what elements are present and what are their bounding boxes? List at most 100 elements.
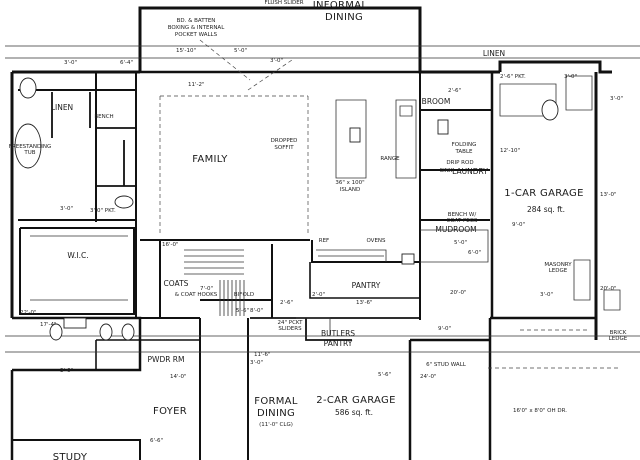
formal-dining-label-2: DINING [257, 408, 295, 419]
pwdr-rm-label: PWDR RM [148, 355, 185, 364]
dimension-label: 3'-6" [60, 368, 73, 374]
dimension-label: 6'-4" [120, 60, 133, 66]
walls [10, 6, 612, 460]
note-range: RANGE [380, 156, 400, 162]
dimension-label: 14'-0" [170, 374, 187, 380]
butlers-pantry-label-1: BUTLERS [321, 329, 355, 338]
note-brick-ledge-1: BRICK [610, 330, 627, 336]
note-masonry-ledge-2: LEDGE [549, 268, 568, 274]
dimension-label: 3'-0" [540, 292, 553, 298]
dimension-label: 5'-6" [236, 308, 249, 314]
note-dropped-soffit-1: DROPPED [271, 138, 298, 144]
note-coat-hooks: & COAT HOOKS [175, 292, 218, 298]
note-dropped-soffit-2: SOFFIT [274, 145, 294, 151]
dimension-label: 2'-6" PKT. [500, 74, 526, 80]
dimension-label: 5'-6" [378, 372, 391, 378]
dimension-label: 3'-0" [64, 60, 77, 66]
informal-dining-label-1: INFORMAL [313, 0, 368, 11]
coats-label: COATS [164, 279, 189, 288]
toilet-icon [114, 195, 134, 209]
note-pocket-sliders-1: 24" PCKT [278, 320, 304, 326]
dimension-label: 3'-0" [270, 58, 283, 64]
note-bench-coat-1: BENCH W/ [448, 212, 477, 218]
dimension-label: 6'-0" [468, 250, 481, 256]
family-label: FAMILY [192, 154, 228, 165]
garage-1-car-label: 1-CAR GARAGE [504, 188, 583, 199]
linen-right-label: LINEN [483, 49, 505, 58]
pantry-label: PANTRY [352, 281, 381, 290]
dimension-label: 2'-0" [312, 292, 325, 298]
note-oh-door: 16'0" x 8'0" OH DR. [513, 408, 567, 414]
note-bench: BENCH [94, 114, 113, 120]
room-labels: INFORMAL DINING FAMILY 1-CAR GARAGE 284 … [51, 0, 584, 460]
note-island-2: ISLAND [340, 187, 360, 193]
dimension-label: 22'-0" [20, 310, 37, 316]
note-tub-2: TUB [23, 150, 35, 156]
dimension-label: 7'-0" [200, 286, 213, 292]
dimension-label: 13'-0" [600, 192, 617, 198]
note-ovens: OVENS [366, 238, 386, 244]
notes: BD. & BATTEN BOXING & INTERNAL POCKET WA… [9, 0, 628, 428]
dimension-label: 5'-0" [234, 48, 247, 54]
dimension-label: 2'-6" [448, 88, 461, 94]
dimension-label: 12'-10" [500, 148, 520, 154]
dimension-label: 3'-0" [250, 360, 263, 366]
dimension-label: 20'-0" [600, 286, 617, 292]
foyer-label: FOYER [153, 406, 187, 417]
toilet-icon [99, 323, 113, 341]
butlers-pantry-label-2: PANTRY [324, 339, 353, 348]
dimension-label: 9'-0" [512, 222, 525, 228]
note-folding-table-1: FOLDING [452, 142, 477, 148]
note-island-1: 36" x 100" [335, 180, 364, 186]
note-stud-wall: 6" STUD WALL [426, 362, 467, 368]
dimension-label: 24'-0" [420, 374, 437, 380]
oven-icon [401, 253, 415, 265]
note-tub-1: FREESTANDING [9, 144, 51, 150]
island-sink-icon [349, 127, 361, 143]
fixtures [14, 77, 559, 341]
dimension-label: 3'-0" [564, 74, 577, 80]
dimension-label: 3'-0" [60, 206, 73, 212]
dimension-label: 17'-4" [40, 322, 57, 328]
linen-left-label: LINEN [51, 103, 73, 112]
garage-1-car-area: 284 sq. ft. [527, 205, 565, 214]
informal-dining-label-2: DINING [325, 12, 363, 23]
dimension-label: 16'-0" [162, 242, 179, 248]
dimension-label: 2'-6" [280, 300, 293, 306]
laundry-sink-icon [437, 119, 449, 135]
annotation-lines [5, 39, 640, 369]
note-drip-rod: DRIP ROD [446, 160, 473, 166]
note-folding-table-2: TABLE [454, 149, 473, 155]
note-ref: REF [319, 238, 329, 244]
dimension-label: 9'-0" [438, 326, 451, 332]
toilet-icon [19, 77, 37, 99]
note-flush-slider: FLUSH SLIDER [264, 0, 303, 6]
note-bench-coat-2: COAT PEGS [446, 218, 478, 224]
note-bifold: BIFOLD [234, 292, 254, 298]
note-brick-ledge-2: LEDGE [609, 336, 628, 342]
dimension-label: 11'-6" [254, 352, 271, 358]
garage-2-car-area: 586 sq. ft. [335, 408, 373, 417]
laundry-label: LAUNDRY [452, 167, 488, 176]
dimension-label: 8'-0" [250, 308, 263, 314]
note-sink: SINK [440, 168, 453, 174]
note-bd-batten-2: BOXING & INTERNAL [168, 25, 225, 31]
dimension-label: 11'-2" [188, 82, 205, 88]
study-label: STUDY [53, 452, 88, 460]
garage-2-car-label: 2-CAR GARAGE [316, 395, 395, 406]
broom-label: BROOM [422, 97, 451, 106]
vanity-icon [63, 317, 87, 329]
toilet-icon [541, 99, 559, 121]
tub-icon [14, 123, 42, 169]
wic-label: W.I.C. [67, 251, 88, 260]
toilet-icon [49, 323, 63, 341]
note-bd-batten-1: BD. & BATTEN [177, 18, 216, 24]
dimension-label: 3'-0" PKT. [90, 208, 116, 214]
dimension-label: 3'-0" [610, 96, 623, 102]
sink-icon [121, 323, 135, 341]
note-formal-dining-clg: (11'-0" CLG) [259, 422, 293, 428]
dimension-label: 5'-0" [454, 240, 467, 246]
dimension-label: 20'-0" [450, 290, 467, 296]
dimension-label: 15'-10" [176, 48, 196, 54]
